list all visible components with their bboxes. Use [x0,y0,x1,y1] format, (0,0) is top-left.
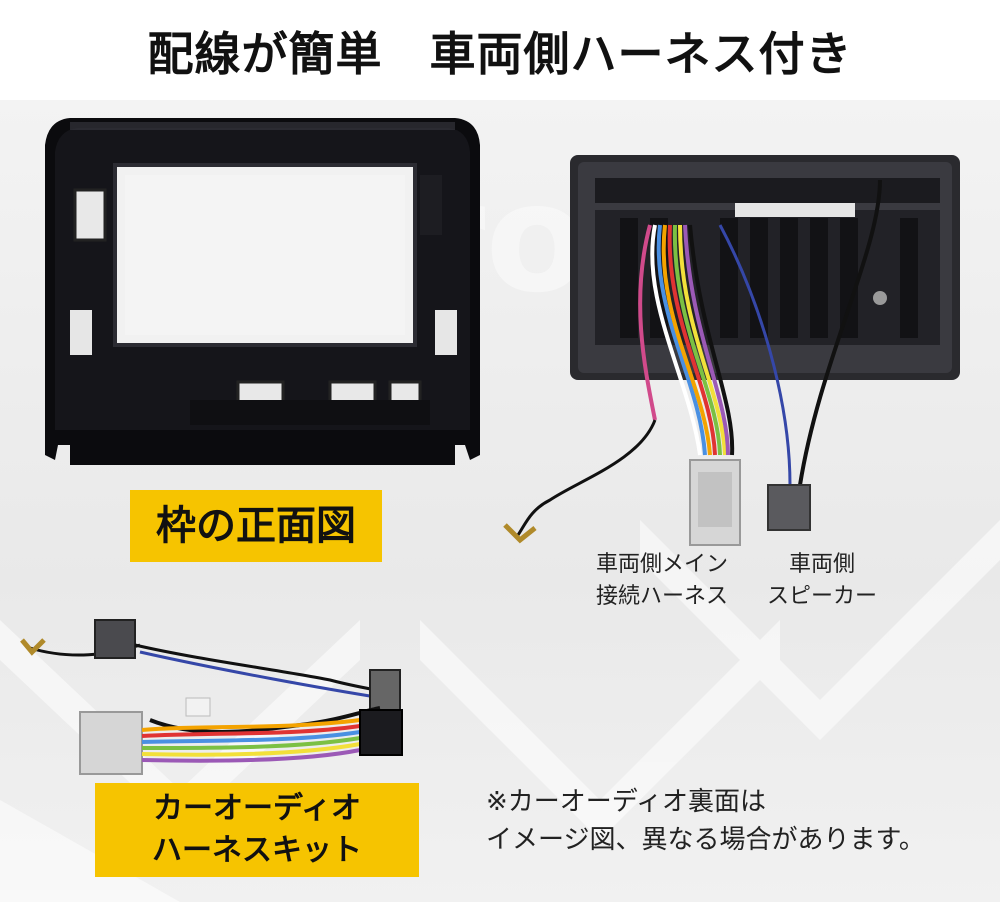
disclaimer-note: ※カーオーディオ裏面は イメージ図、異なる場合があります。 [486,783,986,859]
main-harness-caption-line1: 車両側メイン [595,552,728,577]
main-harness-caption-line2: 接続ハーネス [595,584,728,609]
harness-kit-label-line2: ハーネスキット [152,833,362,868]
speaker-caption-line1: 車両側 [788,552,855,577]
header: 配線が簡単 車両側ハーネス付き [0,0,1000,100]
disclaimer-line2: イメージ図、異なる場合があります。 [486,825,925,855]
harness-kit-label: カーオーディオ ハーネスキット [95,783,419,877]
vehicle-harness-wires [516,179,882,536]
speaker-caption: 車両側 スピーカー [752,549,892,613]
head-unit-rear-image [570,155,960,380]
frame-front-image [45,118,480,465]
harness-kit-label-line1: カーオーディオ [153,791,361,826]
product-illustration: Piro [0,118,1000,902]
ground-lug [503,523,537,544]
disclaimer-line1: ※カーオーディオ裏面は [486,787,766,817]
main-harness-connector [689,459,741,546]
frame-front-label: 枠の正面図 [130,490,382,562]
page-title: 配線が簡単 車両側ハーネス付き [147,27,853,81]
speaker-caption-line2: スピーカー [766,584,877,609]
product-panel: Piro [0,100,1000,902]
main-harness-caption: 車両側メイン 接続ハーネス [582,549,742,613]
harness-kit-image [20,619,403,775]
speaker-connector [767,484,811,531]
